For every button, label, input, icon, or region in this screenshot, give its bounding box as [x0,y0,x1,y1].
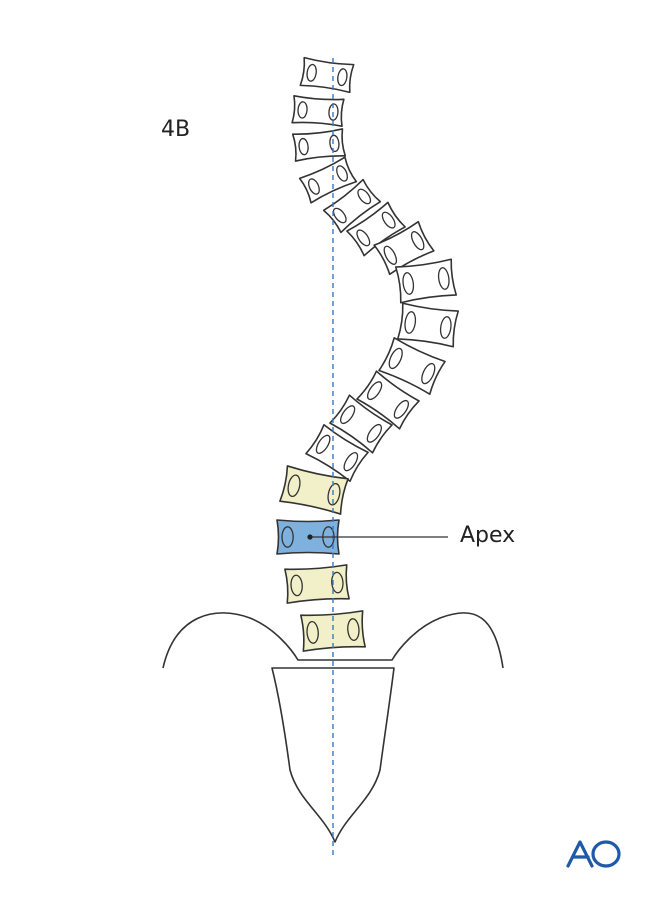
pedicle-right [437,267,450,290]
pedicle-right [366,423,383,443]
vertebra-11 [356,370,420,430]
pedicle-right [421,362,436,385]
apex-label: Apex [460,523,515,548]
pedicle-right [337,68,348,87]
vertebra-7 [373,220,435,276]
vertebra-17 [300,610,366,652]
pedicle-right [410,231,425,251]
pedicle-left [306,620,319,644]
pedicle-right [336,165,349,182]
pedicle-left [306,63,317,82]
apex-dot [307,534,313,540]
vertebra-8 [394,258,458,304]
ao-logo-a [566,840,594,868]
vertebral-body [284,564,350,604]
vertebral-body [299,56,355,94]
pedicle-right [331,571,344,594]
vertebra-12 [329,394,393,454]
pedicle-left [315,434,331,455]
figure-label: 4B [161,117,190,142]
pedicle-right [329,134,340,153]
pedicle-left [332,207,347,224]
pedicle-right [381,211,396,229]
vertebra-3 [291,128,347,162]
pelvis-outline [162,612,504,669]
vertebral-body [291,128,347,162]
pedicle-right [328,103,339,121]
vertebra-16 [284,564,350,604]
pedicle-right [357,188,372,205]
ao-logo: AO [566,840,621,868]
vertebra-6 [346,201,406,257]
pedicle-left [290,574,303,597]
pedicle-left [356,229,371,247]
pedicle-left [307,178,320,195]
vertebra-13 [305,424,369,482]
pedicle-right [347,618,360,642]
ao-logo-o [591,840,621,868]
vertebra-1 [299,56,355,94]
pedicle-left [404,311,417,334]
vertebra-4 [298,156,358,204]
pedicle-left [366,381,383,401]
vertebral-body [378,337,446,395]
pedicle-left [281,526,294,548]
vertebral-body [394,258,458,304]
pedicle-left [388,347,403,370]
pedicle-left [287,474,301,498]
vertebral-body [279,465,349,515]
vertebra-2 [291,94,345,128]
pedicle-left [339,405,356,425]
vertebral-body [291,94,345,128]
vertebra-5 [322,178,382,234]
pedicle-left [383,245,398,265]
pedicle-right [393,399,410,419]
pedicle-right [343,451,359,472]
spine-column [276,56,460,652]
pedicle-left [402,272,415,295]
pedicle-left [298,137,309,156]
vertebral-body [298,156,358,204]
vertebra-14 [279,465,349,515]
pedicle-right [327,482,341,506]
vertebra-9 [396,302,460,348]
pedicle-left [297,101,308,119]
pedicle-right [439,316,452,339]
vertebra-10 [378,337,446,395]
vertebral-body [396,302,460,348]
